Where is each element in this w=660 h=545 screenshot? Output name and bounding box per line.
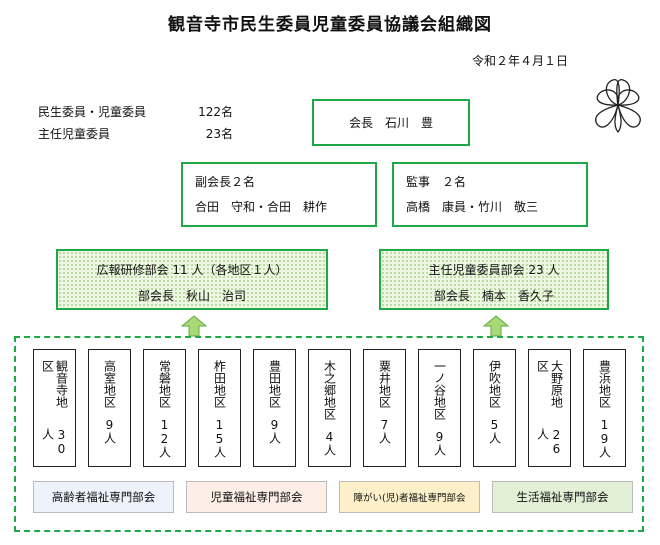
district-box: 観音寺地区 30人 xyxy=(33,349,76,467)
vice-president-title: 副会長２名 xyxy=(195,175,256,189)
district-box: 常磐地区 12人 xyxy=(143,349,186,467)
count-label: 民生委員・児童委員 xyxy=(38,105,147,119)
district-name: 高室地区 xyxy=(102,360,117,408)
district-box: 大野原地区 26人 xyxy=(528,349,571,467)
section-box: 生活福祉専門部会 xyxy=(492,481,633,513)
district-count: 9人 xyxy=(102,418,117,444)
district-name: 豊田地区 xyxy=(267,360,282,408)
section-box: 障がい(児)者福祉専門部会 xyxy=(339,481,480,513)
district-count: 26人 xyxy=(535,427,564,456)
count-value: 122名 xyxy=(198,105,233,119)
district-name: 観音寺地区 xyxy=(40,360,69,408)
auditor-title: 監事 ２名 xyxy=(406,175,467,189)
up-arrow-icon xyxy=(482,315,510,337)
district-name: 木之郷地区 xyxy=(322,360,337,420)
district-name: 常磐地区 xyxy=(157,360,172,408)
district-name: 柞田地区 xyxy=(212,360,227,408)
district-box: 豊浜地区 19人 xyxy=(583,349,626,467)
member-counts: 民生委員・児童委員 122名 主任児童委員 23名 xyxy=(38,101,233,145)
district-box: 高室地区 9人 xyxy=(88,349,131,467)
district-name: 大野原地区 xyxy=(535,360,564,408)
district-count: 4人 xyxy=(322,430,337,456)
district-box: 一ノ谷地区 9人 xyxy=(418,349,461,467)
district-count: 19人 xyxy=(597,418,612,458)
up-arrow-icon xyxy=(180,315,208,337)
vice-president-box: 副会長２名 合田 守和・合田 耕作 xyxy=(181,162,377,227)
clover-seal-icon xyxy=(595,79,641,134)
pr-committee-box: 広報研修部会 11 人（各地区１人） 部会長 秋山 治司 xyxy=(56,249,328,310)
district-name: 一ノ谷地区 xyxy=(432,360,447,420)
section-label: 障がい(児)者福祉専門部会 xyxy=(353,493,466,504)
section-label: 児童福祉専門部会 xyxy=(210,490,303,504)
president-name: 会長 石川 豊 xyxy=(348,116,433,130)
district-box: 柞田地区 15人 xyxy=(198,349,241,467)
district-count: 9人 xyxy=(432,430,447,456)
chief-committee-title: 主任児童委員部会 23 人 xyxy=(428,263,560,277)
date-label: 令和２年４月１日 xyxy=(472,54,569,68)
pr-committee-chair: 部会長 秋山 治司 xyxy=(137,289,246,303)
districts-container xyxy=(14,336,644,532)
district-name: 伊吹地区 xyxy=(487,360,502,408)
auditor-names: 高橋 康員・竹川 敬三 xyxy=(406,200,539,214)
count-label: 主任児童委員 xyxy=(38,127,111,141)
district-box: 木之郷地区 4人 xyxy=(308,349,351,467)
section-label: 生活福祉専門部会 xyxy=(516,490,609,504)
district-count: 15人 xyxy=(212,418,227,458)
president-box: 会長 石川 豊 xyxy=(312,99,470,146)
count-value: 23名 xyxy=(205,127,233,141)
pr-committee-title: 広報研修部会 11 人（各地区１人） xyxy=(96,263,288,277)
district-count: 12人 xyxy=(157,418,172,458)
district-count: 7人 xyxy=(377,418,392,444)
district-count: 5人 xyxy=(487,418,502,444)
vice-president-names: 合田 守和・合田 耕作 xyxy=(195,200,328,214)
page-title: 観音寺市民生委員児童委員協議会組織図 xyxy=(168,15,492,35)
district-count: 30人 xyxy=(40,427,69,456)
district-box: 豊田地区 9人 xyxy=(253,349,296,467)
chief-committee-box: 主任児童委員部会 23 人 部会長 楠本 香久子 xyxy=(379,249,609,310)
count-row: 民生委員・児童委員 122名 xyxy=(38,101,233,123)
district-box: 粟井地区 7人 xyxy=(363,349,406,467)
count-row: 主任児童委員 23名 xyxy=(38,123,233,145)
district-name: 豊浜地区 xyxy=(597,360,612,408)
district-box: 伊吹地区 5人 xyxy=(473,349,516,467)
section-box: 児童福祉専門部会 xyxy=(186,481,327,513)
section-box: 高齢者福祉専門部会 xyxy=(33,481,174,513)
section-label: 高齢者福祉専門部会 xyxy=(51,490,156,504)
district-count: 9人 xyxy=(267,418,282,444)
district-name: 粟井地区 xyxy=(377,360,392,408)
chief-committee-chair: 部会長 楠本 香久子 xyxy=(433,289,554,303)
auditor-box: 監事 ２名 高橋 康員・竹川 敬三 xyxy=(392,162,588,227)
